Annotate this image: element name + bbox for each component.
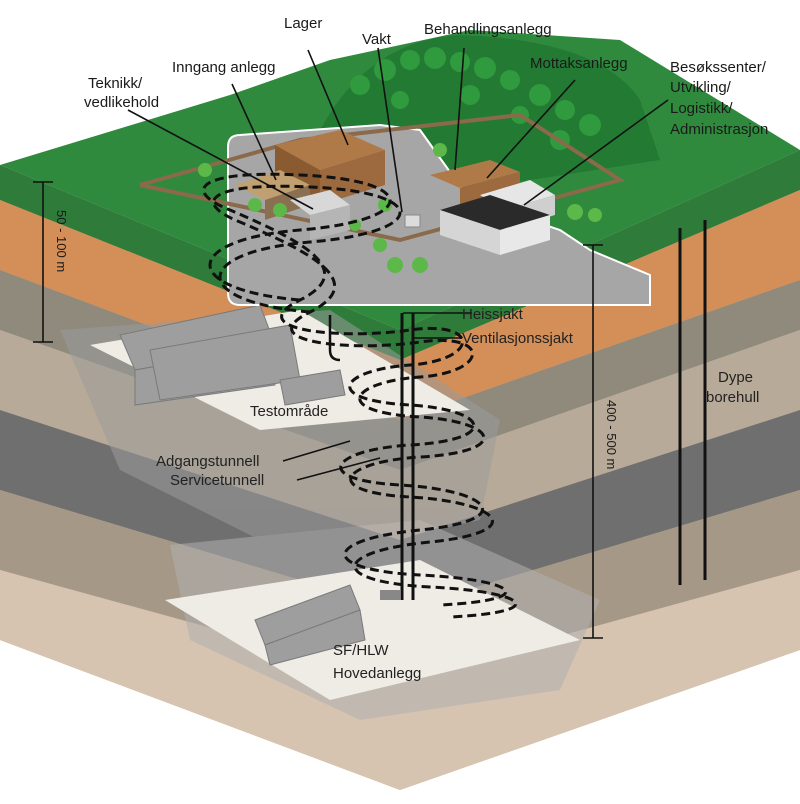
label-teknikk-1: Teknikk/ [88, 75, 143, 92]
label-testomrade: Testområde [250, 403, 328, 420]
building-inngang [290, 190, 350, 240]
label-vakt: Vakt [362, 31, 392, 48]
leader-lines [127, 47, 669, 481]
label-teknikk-2: vedlikehold [84, 94, 159, 111]
label-adgangstunnell: Adgangstunnell [156, 453, 259, 470]
label-besok-4: Administrasjon [670, 121, 768, 138]
label-heissjakt: Heissjakt [462, 306, 524, 323]
label-hoved-2: Hovedanlegg [333, 665, 421, 682]
label-inngang-anlegg: Inngang anlegg [172, 59, 275, 76]
label-hoved-1: SF/HLW [333, 642, 389, 659]
label-servicetunnell: Servicetunnell [170, 472, 264, 489]
testarea-halls [119, 304, 346, 406]
building-vakt [404, 214, 421, 228]
labels: Lager Vakt Behandlingsanlegg Inngang anl… [84, 15, 768, 682]
building-lager [275, 130, 385, 205]
label-mottaksanlegg: Mottaksanlegg [530, 55, 628, 72]
dimension-deep: 400 - 500 m [583, 244, 619, 639]
label-besok-1: Besøkssenter/ [670, 59, 767, 76]
deep-boreholes [678, 220, 707, 585]
dimension-shallow: 50 - 100 m [33, 181, 69, 343]
label-besok-2: Utvikling/ [670, 79, 732, 96]
access-tunnels [202, 172, 518, 619]
site-trees [198, 143, 602, 273]
building-besokssenter [440, 195, 550, 255]
dimension-deep-label: 400 - 500 m [604, 400, 619, 469]
repository-floor [165, 560, 580, 700]
label-lager: Lager [284, 15, 322, 32]
site-fence [139, 112, 625, 243]
dimension-shallow-label: 50 - 100 m [54, 210, 69, 272]
label-dype-1: Dype [718, 369, 753, 386]
label-dype-2: borehull [706, 389, 759, 406]
label-besok-3: Logistikk/ [670, 100, 733, 117]
label-ventilasjonssjakt: Ventilasjonssjakt [462, 330, 574, 347]
label-behandlingsanlegg: Behandlingsanlegg [424, 21, 552, 38]
repository-halls [254, 584, 366, 666]
